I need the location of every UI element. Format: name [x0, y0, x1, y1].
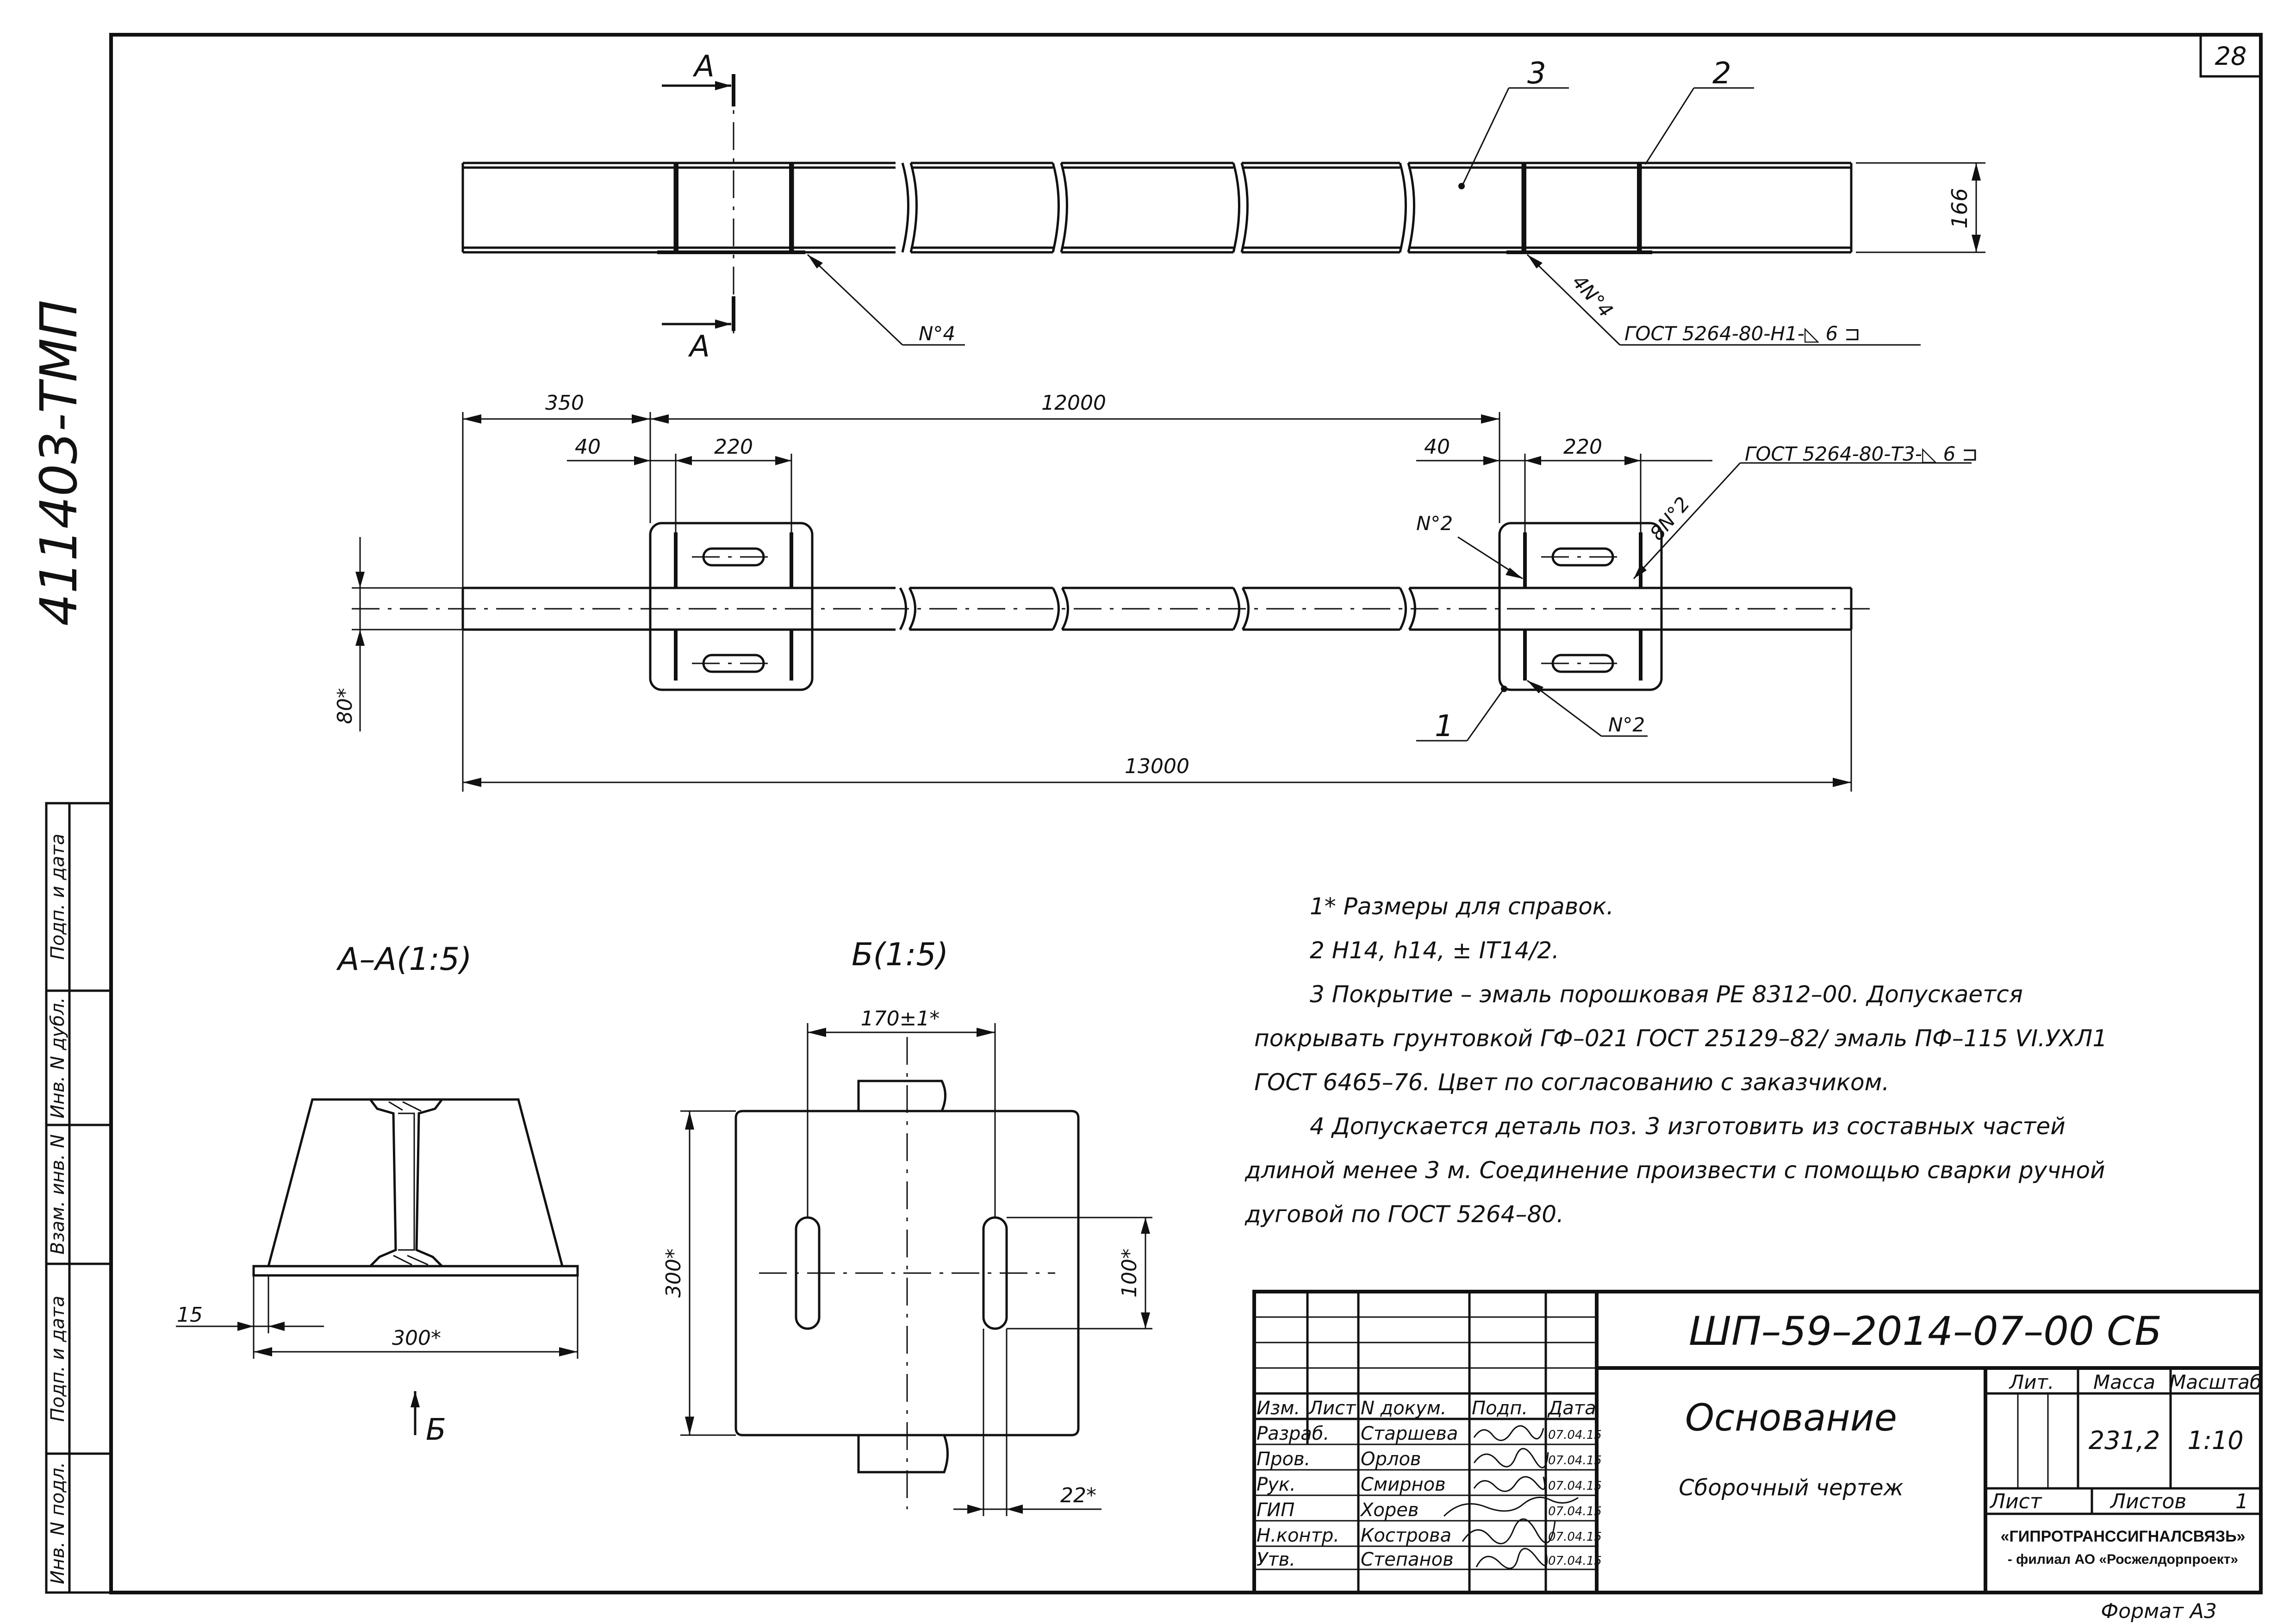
- title-block: [1252, 1290, 2263, 1594]
- stamp-label-2: Инв. N дубл.: [47, 997, 68, 1118]
- dim-350: 350: [545, 391, 584, 415]
- role-gip: ГИП: [1257, 1499, 1294, 1521]
- mass-value: 231,2: [2089, 1426, 2160, 1455]
- section-mark-a-bottom: А: [688, 330, 710, 364]
- drawing-name: Основание: [1685, 1396, 1897, 1439]
- hdr-podp: Подп.: [1472, 1398, 1528, 1419]
- callout-3: 3: [1527, 56, 1546, 91]
- view-b-title: Б(1:5): [852, 937, 948, 973]
- note-line-7: длиной менее 3 м. Соединение произвести …: [1244, 1157, 2105, 1184]
- role-utv: Утв.: [1257, 1549, 1295, 1570]
- note-line-8: дуговой по ГОСТ 5264–80.: [1244, 1201, 1564, 1228]
- dim-300-section: 300*: [392, 1326, 441, 1350]
- side-stamp: [45, 802, 112, 1594]
- dim-13000: 13000: [1125, 755, 1189, 778]
- role-prov: Пров.: [1257, 1449, 1310, 1470]
- document-type: Сборочный чертеж: [1679, 1475, 1904, 1501]
- stamp-label-1: Подп. и дата: [47, 834, 68, 960]
- signatures: [1443, 1425, 1579, 1569]
- view-b-mark: Б: [426, 1413, 446, 1447]
- format-label: Формат А3: [2101, 1599, 2217, 1623]
- technical-notes: 1* Размеры для справок. 2 Н14, h14, ± IT…: [1244, 893, 2107, 1228]
- stamp-label-5: Инв. N подл.: [47, 1462, 68, 1584]
- dim-22: 22*: [1060, 1484, 1096, 1507]
- name-orlov: Орлов: [1361, 1449, 1421, 1470]
- weld-standard-plan: ГОСТ 5264-80-Т3-◺ 6 ⊐: [1745, 443, 1978, 465]
- date-5: 07.04.15: [1548, 1530, 1602, 1544]
- hdr-izm: Изм.: [1257, 1398, 1300, 1419]
- date-4: 07.04.15: [1548, 1505, 1602, 1518]
- hdr-list: Лист: [1308, 1398, 1356, 1419]
- callout-1: 1: [1435, 709, 1454, 743]
- section-a-a-title: А–А(1:5): [336, 941, 472, 978]
- role-razrab: Разраб.: [1257, 1423, 1329, 1444]
- scale-label: Масштаб: [2169, 1371, 2262, 1393]
- name-stepanov: Степанов: [1361, 1549, 1454, 1570]
- name-starsheva: Старшева: [1361, 1423, 1458, 1444]
- dim-220-left: 220: [714, 435, 753, 459]
- name-khorev: Хорев: [1360, 1499, 1419, 1521]
- org-name-line-2: - филиал АО «Росжелдорпроект»: [2008, 1552, 2238, 1567]
- dim-80: 80*: [333, 688, 357, 724]
- section-a-a: [176, 1098, 579, 1435]
- dim-15: 15: [177, 1303, 203, 1327]
- note-line-6: 4 Допускается деталь поз. 3 изготовить и…: [1310, 1113, 2066, 1140]
- top-view: [461, 74, 1985, 346]
- weld-mark-n4: N°4: [919, 322, 955, 345]
- weld-mark-n2-bottom: N°2: [1608, 713, 1645, 736]
- stamp-label-4: Подп. и дата: [47, 1296, 68, 1422]
- name-smirnov: Смирнов: [1361, 1474, 1446, 1495]
- date-6: 07.04.15: [1548, 1554, 1602, 1568]
- dim-220-right: 220: [1563, 435, 1602, 459]
- callout-2: 2: [1712, 56, 1731, 91]
- plan-view: [352, 412, 1972, 792]
- org-name-line-1: «ГИПРОТРАНССИГНАЛСВЯЗЬ»: [2001, 1528, 2246, 1545]
- sheets-value: 1: [2235, 1490, 2248, 1513]
- dim-300-view: 300*: [662, 1249, 685, 1298]
- dim-166: 166: [1947, 188, 1972, 229]
- role-nkontr: Н.контр.: [1257, 1525, 1339, 1546]
- date-2: 07.04.15: [1548, 1454, 1602, 1468]
- drawing-designation: ШП–59–2014–07–00 СБ: [1689, 1308, 2162, 1355]
- dim-12000: 12000: [1041, 391, 1106, 415]
- lit-label: Лит.: [2009, 1371, 2054, 1393]
- hdr-ndok: N докум.: [1361, 1398, 1447, 1419]
- note-line-2: 2 Н14, h14, ± IT14/2.: [1310, 937, 1559, 964]
- note-line-5: ГОСТ 6465–76. Цвет по согласованию с зак…: [1254, 1069, 1889, 1096]
- dim-40-right: 40: [1424, 435, 1450, 459]
- sheets-label: Листов: [2109, 1490, 2186, 1513]
- date-1: 07.04.15: [1548, 1428, 1602, 1442]
- dim-100: 100*: [1118, 1249, 1141, 1298]
- role-ruk: Рук.: [1257, 1474, 1296, 1495]
- dim-40-left: 40: [575, 435, 601, 459]
- mass-label: Масса: [2093, 1371, 2155, 1393]
- weld-standard-top: ГОСТ 5264-80-Н1-◺ 6 ⊐: [1624, 322, 1860, 345]
- view-b: [680, 1023, 1152, 1516]
- weld-mark-n2-top: N°2: [1416, 512, 1453, 535]
- weld-mark-4n4: 4N°4: [1568, 270, 1618, 322]
- note-line-4: покрывать грунтовкой ГФ–021 ГОСТ 25129–8…: [1254, 1025, 2107, 1052]
- stamp-label-3: Взам. инв. N: [47, 1134, 68, 1255]
- dim-170: 170±1*: [861, 1007, 940, 1031]
- scale-value: 1:10: [2187, 1426, 2243, 1455]
- sheet-frame: [109, 33, 2263, 1594]
- sheet-label: Лист: [1989, 1490, 2042, 1513]
- date-3: 07.04.15: [1548, 1479, 1602, 1493]
- note-line-1: 1* Размеры для справок.: [1310, 893, 1614, 920]
- section-mark-a-top: А: [692, 50, 715, 84]
- sheet-number: 28: [2215, 42, 2247, 71]
- name-kostrova: Кострова: [1361, 1525, 1451, 1546]
- hdr-data: Дата: [1547, 1398, 1596, 1419]
- weld-mark-8n2: 8N°2: [1645, 493, 1694, 545]
- side-code: 411403-ТМП: [29, 300, 88, 626]
- note-line-3: 3 Покрытие – эмаль порошковая РЕ 8312–00…: [1310, 981, 2023, 1008]
